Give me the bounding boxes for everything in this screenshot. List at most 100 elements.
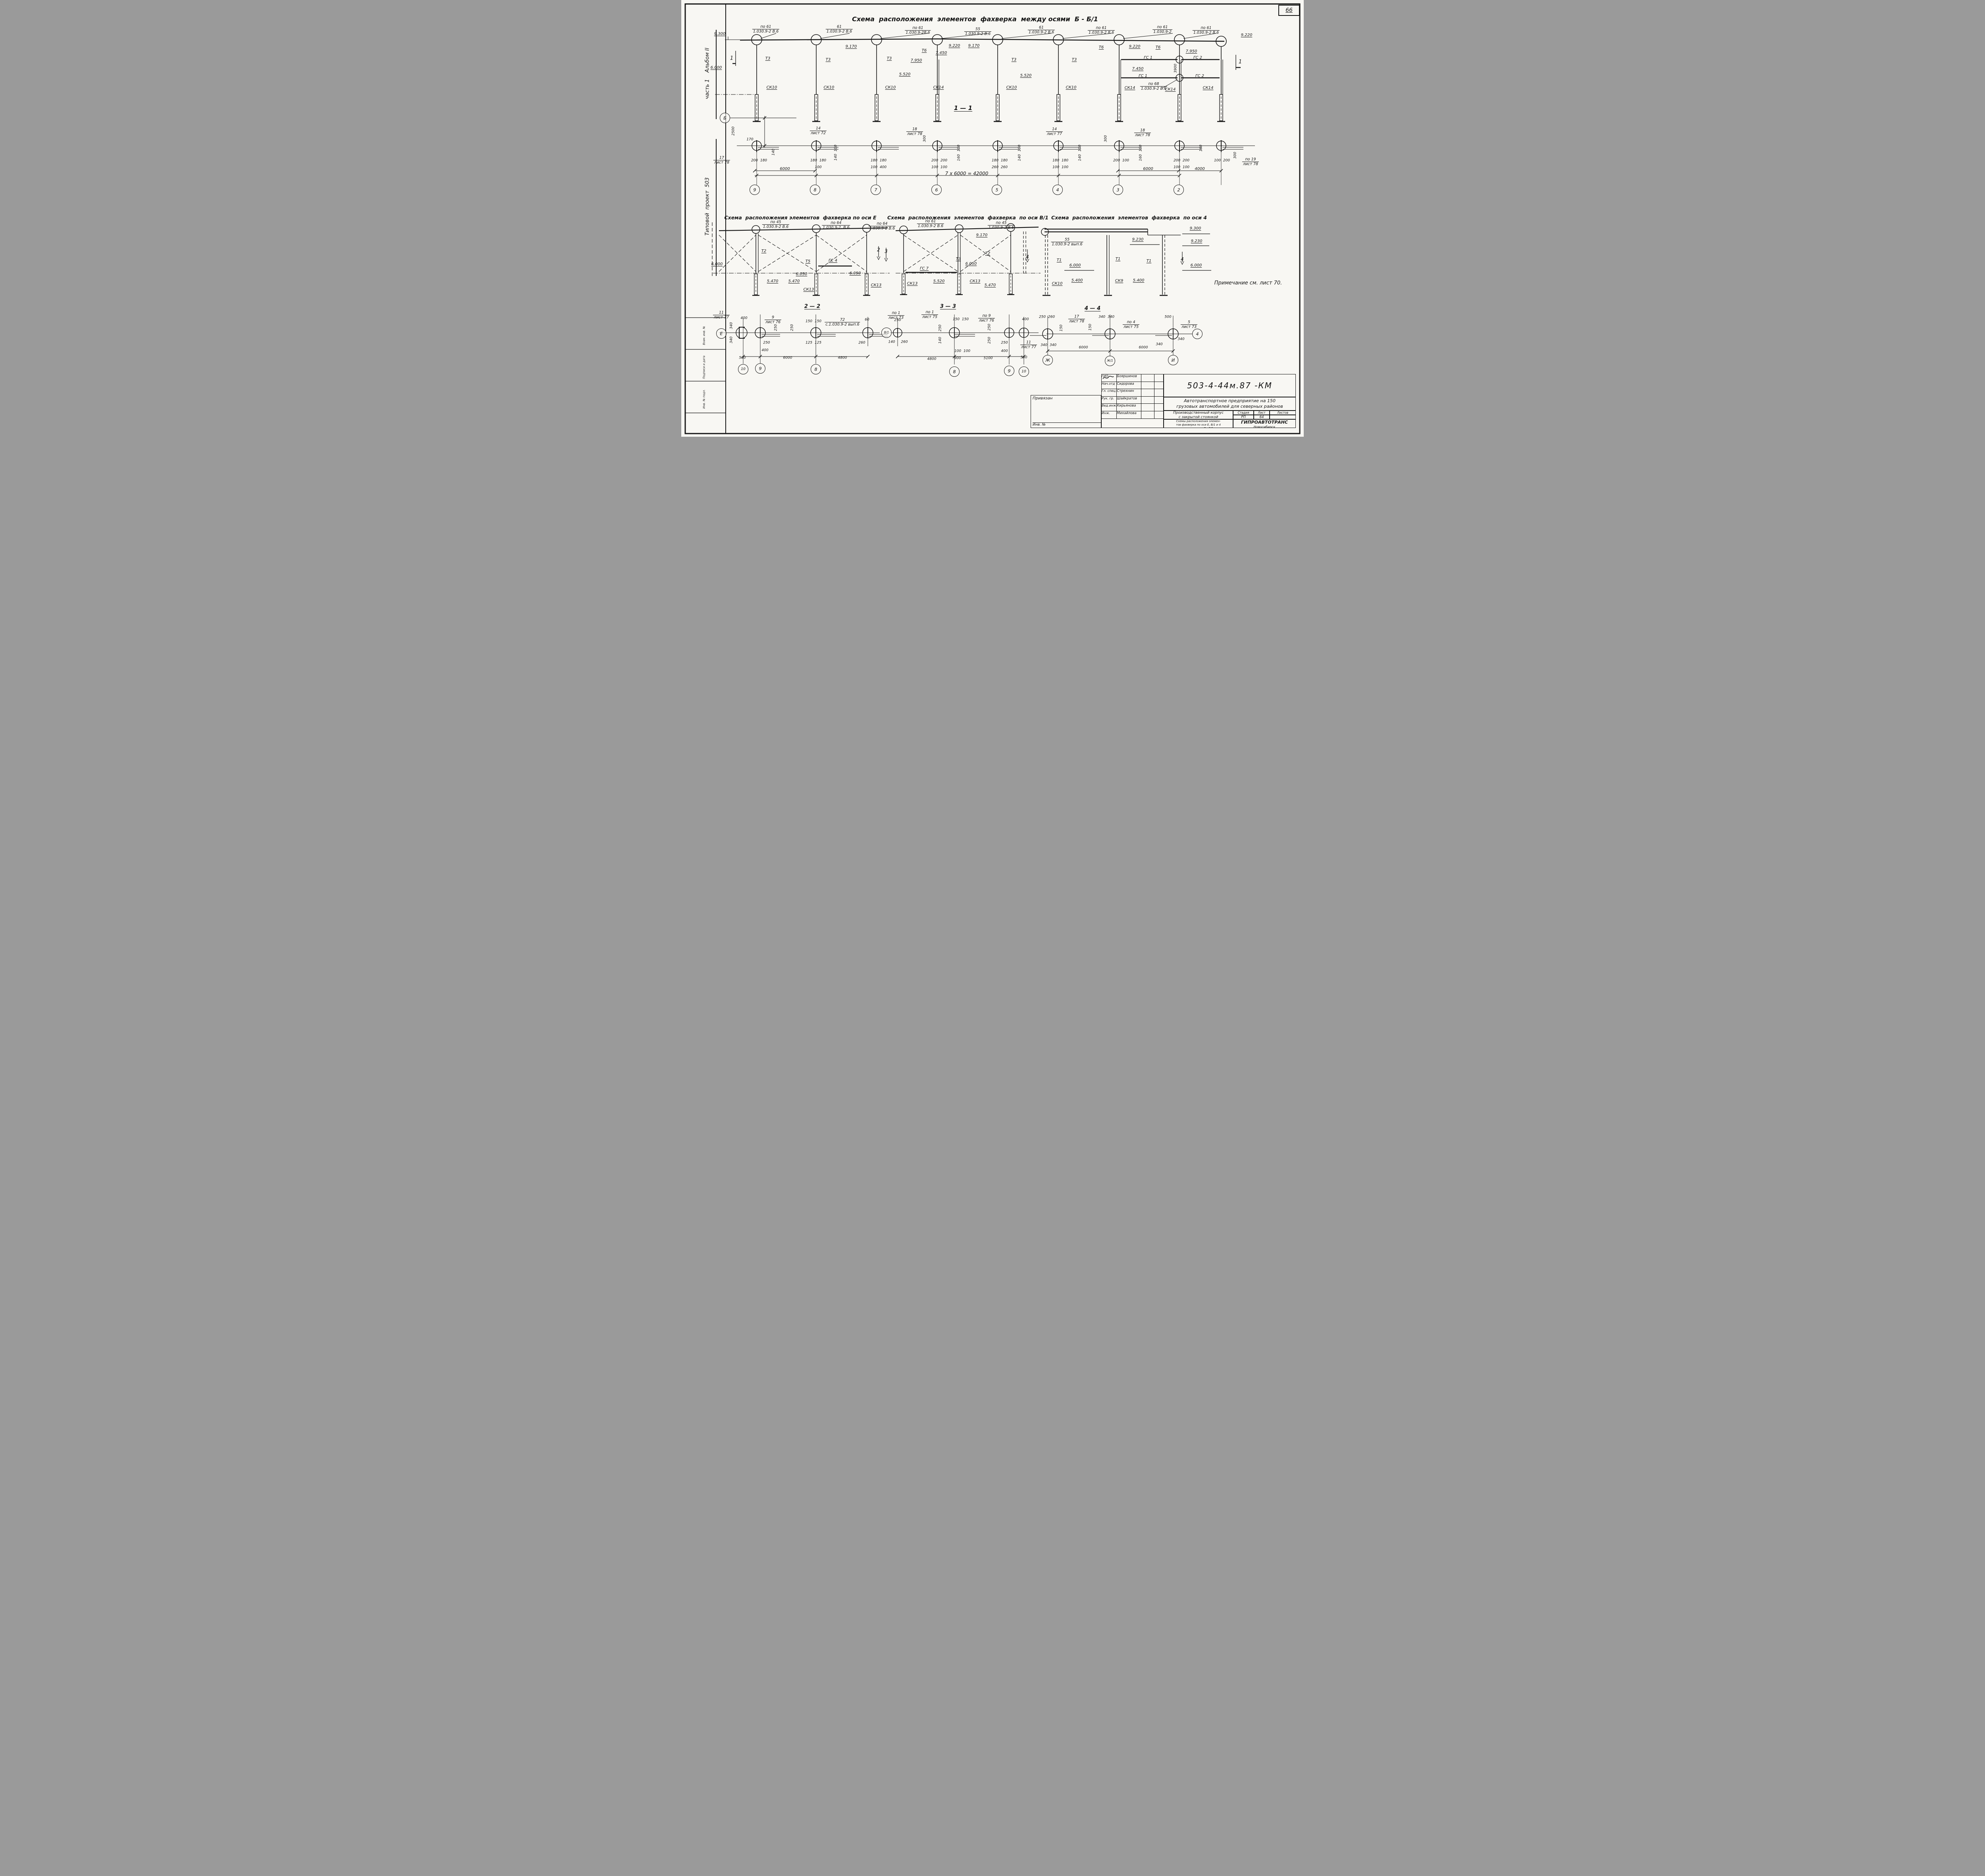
scheme-axis-v1-title: Схема расположения элементов фахверка по… [887, 214, 1049, 221]
dim-label: 300 [1104, 135, 1108, 142]
axis-bubble: 9 [750, 185, 760, 195]
inv-label: Инв. № [1033, 422, 1101, 427]
org-line1: ГИПРОАВТОТРАНС [1241, 420, 1288, 425]
dim-label: 340 [729, 336, 734, 343]
dim-label: 200 100 [1113, 158, 1129, 163]
stage-label: Стадия [1237, 411, 1249, 415]
dim-label: Подписи и дата [702, 355, 706, 379]
dim-label: 150 150 [805, 319, 822, 324]
object-name-cell: Автотранспортное предприятие на 150 груз… [1164, 397, 1296, 411]
person-role: Нач.отд [1102, 382, 1117, 389]
mark-label: 9.170 [845, 44, 857, 49]
dim-label: 400 [761, 348, 769, 353]
person-role: Инж. [1102, 411, 1117, 418]
dim-label: 150 150 [952, 317, 969, 322]
dim-label: 250 [987, 337, 992, 344]
dim-label: 100 [1139, 145, 1143, 152]
building-line1: Производственный корпус [1173, 411, 1224, 415]
sheet-title-line3: между осями Б - Б/1 [1164, 427, 1233, 428]
dim-label: 250 [987, 324, 992, 331]
dim-label: 6000 [1139, 345, 1148, 350]
mark-label: 6.050 [965, 262, 977, 266]
mark-label: 6.000 [1190, 263, 1202, 268]
signature-row: Рук. гр.Шайкратов [1102, 376, 1163, 404]
dim-label: 6000 [783, 356, 792, 360]
axis-bubble: В/1 [881, 328, 892, 338]
signature-scribble [1102, 376, 1155, 396]
axis-bubble: 10 [1019, 366, 1029, 377]
mark-label: 9.300 [1189, 226, 1201, 231]
dim-label: 180 180 [991, 158, 1008, 163]
signature-scribble [1102, 376, 1155, 411]
mark-label: СК13 [907, 281, 918, 286]
person-role: ГИП [1102, 374, 1117, 382]
signature-date [1154, 411, 1163, 418]
dim-label: 200 180 [751, 158, 767, 163]
dim-label: Примечание см. лист 70. [1214, 280, 1282, 286]
building-name-cell: Производственный корпус с закрытой стоян… [1164, 411, 1233, 419]
axis-bubble: И [1168, 355, 1178, 365]
dim-label: 100 [957, 145, 961, 152]
dim-label: 100 [834, 145, 838, 152]
section-4-4-heading: 4 — 4 [1084, 305, 1101, 312]
dim-label: 160 [957, 154, 961, 161]
axis-bubble: 3 [1113, 185, 1123, 195]
dim-label: 180 180 [810, 158, 827, 163]
dim-label: 500 [1164, 315, 1172, 319]
dim-label: 4 [1181, 256, 1184, 262]
stage-value-cell: РП [1233, 415, 1254, 419]
mark-label: 5.470 [767, 279, 779, 283]
axis-bubble: Ж [1043, 355, 1053, 365]
dim-label: 140 [938, 337, 942, 344]
mark-label: СК14 [1165, 87, 1176, 92]
person-name: Михайлова [1117, 411, 1142, 418]
mark-label: 6.000 [1069, 263, 1081, 268]
scheme-axis-e-title: Схема расположения элементов фахверка по… [724, 214, 877, 221]
dim-label: 400 [1022, 317, 1029, 322]
mark-label: ГС 7 [919, 266, 929, 271]
person-role: Вед.инж. [1102, 404, 1117, 411]
axis-bubble: 7 [871, 185, 881, 195]
mark-label: 5.520 [899, 72, 911, 77]
signature-date [1154, 382, 1163, 389]
person-role: Гл. спец. [1102, 389, 1117, 396]
mark-label: ГС 1 [1138, 74, 1148, 78]
axis-bubble: 4 [1052, 185, 1063, 195]
dim-label: 250 [894, 318, 901, 322]
axis-bubble: 4 [1192, 329, 1203, 339]
dim-label: 6000 [1079, 345, 1088, 350]
dim-label: 150 [1088, 324, 1093, 331]
mark-label: Т3 [956, 257, 961, 261]
doc-number: 503-4-44м.87 -КМ [1187, 381, 1272, 390]
dim-label: 2 [877, 247, 880, 253]
mark-label: 9.230 [1132, 237, 1144, 242]
mark-label: СК14 [1124, 86, 1135, 90]
dim-label: 100 100 [954, 349, 971, 353]
dim-label: 140 [888, 340, 895, 344]
axis-bubble: Ж/1 [1105, 356, 1115, 366]
dim-label: 100 100 [931, 165, 948, 170]
mark-label: СК10 [885, 85, 896, 90]
dim-label: 140 [771, 148, 776, 156]
dim-label: 500 [739, 356, 746, 360]
mark-label: 9.230 [1191, 239, 1203, 243]
dim-label: 4000 [1195, 167, 1205, 171]
mark-label: Т6 [1155, 45, 1161, 50]
person-name: Кирьянова [1117, 404, 1142, 411]
mark-label: Т1 [1056, 258, 1062, 262]
mark-label: 5.400 [1071, 278, 1083, 283]
dim-label: Типовой проект 503 [704, 177, 711, 236]
axis-bubble: Е [716, 328, 727, 339]
signature-row: Вед.инж.Кирьянова [1102, 376, 1163, 411]
mark-label: СК10 [1066, 85, 1077, 90]
object-line2: грузовых автомобилей для северных районо… [1176, 403, 1283, 409]
sheet-number: 66 [1285, 7, 1293, 13]
